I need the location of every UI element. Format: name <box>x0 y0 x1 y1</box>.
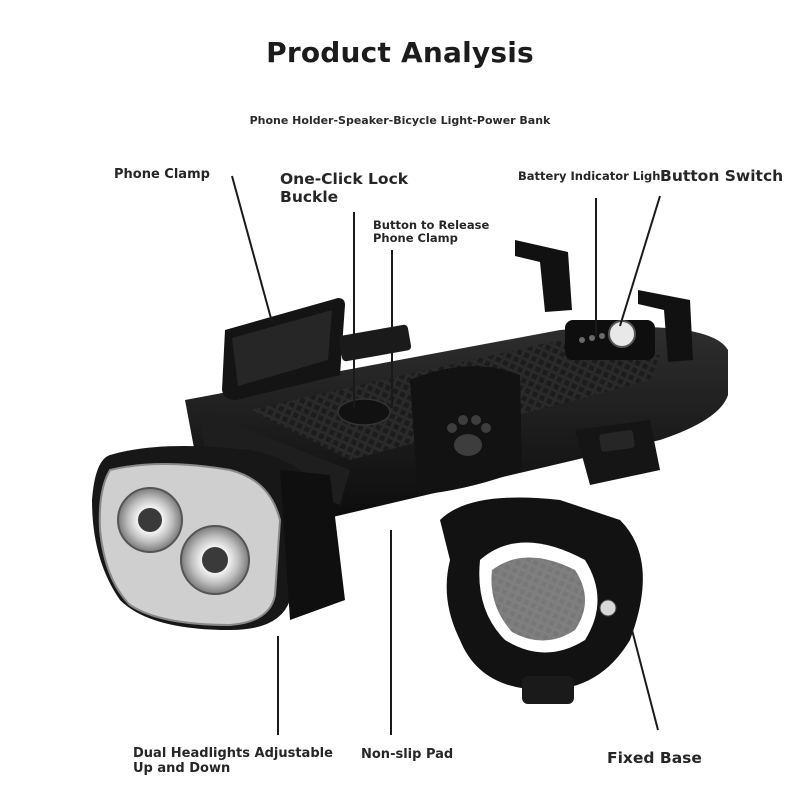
page-subtitle: Phone Holder-Speaker-Bicycle Light-Power… <box>249 114 551 127</box>
power-button <box>608 320 636 348</box>
label-fixed-base: Fixed Base <box>607 749 702 767</box>
label-release-button: Button to Release Phone Clamp <box>373 218 490 246</box>
phone-clamp-right <box>515 240 693 362</box>
battery-led <box>589 335 595 341</box>
label-phone-clamp: Phone Clamp <box>114 167 210 182</box>
fixed-base-screw <box>522 676 574 704</box>
label-button-switch: Button Switch <box>660 167 784 186</box>
handlebar-clamp <box>440 497 643 704</box>
paw-print-icon <box>447 415 491 456</box>
headlight-housing <box>92 446 345 630</box>
label-dual-headlights: Dual Headlights Adjustable Up and Down <box>133 746 333 776</box>
callout-line-phone-clamp <box>231 175 273 323</box>
callout-lines <box>231 175 661 735</box>
page-title: Product Analysis <box>266 36 534 69</box>
battery-led <box>579 337 585 343</box>
control-panel <box>565 320 655 360</box>
callout-line-fixed-base <box>631 629 659 731</box>
lock-buckle <box>337 398 391 426</box>
label-one-click-lock-buckle: One-Click Lock Buckle <box>280 170 409 206</box>
label-non-slip-pad: Non-slip Pad <box>361 747 454 762</box>
center-clip <box>410 366 522 495</box>
battery-led <box>599 333 605 339</box>
label-battery-indicator: Battery Indicator Light <box>518 169 666 183</box>
callout-line-button-switch <box>619 195 661 327</box>
phone-clamp-left <box>222 298 412 400</box>
release-button-block <box>575 420 660 485</box>
